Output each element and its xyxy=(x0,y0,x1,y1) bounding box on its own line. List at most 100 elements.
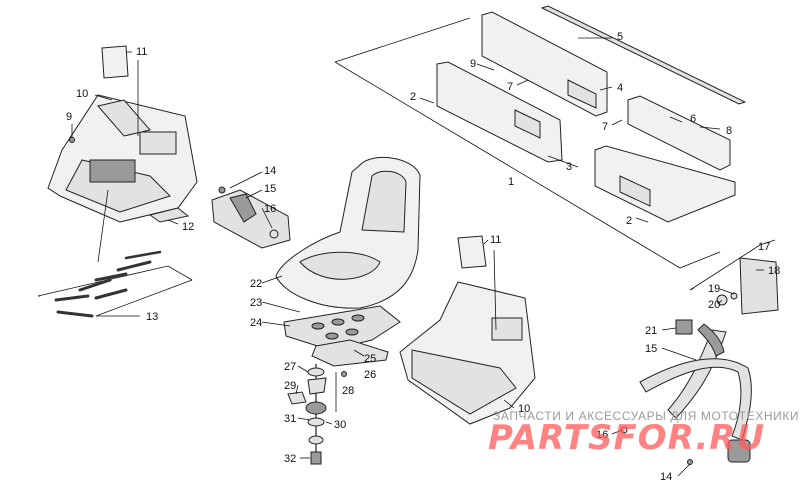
callout-11: 11 xyxy=(136,46,147,58)
watermark-logo: PARTSFOR.RU xyxy=(488,418,766,458)
leader-line xyxy=(661,327,677,331)
seat-base-recess xyxy=(491,317,523,341)
wrench xyxy=(54,294,90,302)
panel-plate xyxy=(619,175,651,207)
seat-base-side xyxy=(97,99,151,137)
leader-line xyxy=(611,119,623,126)
callout-23: 23 xyxy=(250,297,262,309)
wrench xyxy=(78,278,112,292)
spark-plug-wrench xyxy=(56,310,94,318)
leader-line xyxy=(229,171,263,189)
mount-plate-lower xyxy=(311,339,389,367)
group-bracket-line xyxy=(679,251,721,269)
callout-3: 3 xyxy=(566,161,572,173)
seat-hardware xyxy=(287,364,347,465)
seatbelt-right xyxy=(611,239,779,477)
access-cover xyxy=(101,45,129,79)
seat-base-recess xyxy=(139,131,177,155)
leader-line xyxy=(297,365,309,373)
seat-base-tray xyxy=(411,349,517,415)
mount-plate-upper xyxy=(283,305,401,351)
watermark-tagline: ЗАПЧАСТИ И АКСЕССУАРЫ ДЛЯ МОТОТЕХНИКИ xyxy=(493,409,800,423)
spacer xyxy=(730,292,738,300)
leader-line xyxy=(635,217,649,223)
callout-19: 19 xyxy=(708,283,720,295)
seatbelt-webbing xyxy=(639,358,752,441)
callout-30: 30 xyxy=(334,419,346,431)
callout-12: 12 xyxy=(182,221,194,233)
leader-line xyxy=(419,97,435,104)
callout-6: 6 xyxy=(690,113,696,125)
wrench xyxy=(116,260,152,272)
leader-line xyxy=(483,239,489,245)
callout-14: 14 xyxy=(264,165,276,177)
seat-bottom-insert xyxy=(299,251,381,280)
screw xyxy=(341,371,347,377)
belt-guide xyxy=(675,319,693,335)
leader-line xyxy=(717,299,723,305)
leader-line xyxy=(261,275,283,284)
right-lower-panel xyxy=(594,145,736,223)
leader-line xyxy=(261,301,301,313)
panel-plate xyxy=(514,109,541,139)
leader-line xyxy=(97,189,109,263)
leader-line xyxy=(516,79,529,86)
callout-20: 20 xyxy=(708,299,720,311)
callout-21: 21 xyxy=(645,325,657,337)
callout-18: 18 xyxy=(768,265,780,277)
plate-hole xyxy=(311,322,325,330)
callout-15: 15 xyxy=(264,183,276,195)
tool-kit-box xyxy=(89,159,136,183)
right-seat-base xyxy=(399,235,536,425)
leader-line xyxy=(297,417,311,421)
leader-line xyxy=(719,288,735,295)
rear-panel-assembly xyxy=(334,5,747,269)
seatbelt-anchor-left xyxy=(211,171,291,249)
leader-line xyxy=(261,321,291,327)
leader-line xyxy=(261,207,273,229)
clip xyxy=(287,391,307,405)
leader-line xyxy=(167,219,179,225)
callout-1: 1 xyxy=(508,176,514,188)
nut xyxy=(269,229,279,239)
group-bracket-line xyxy=(37,265,193,297)
callout-15: 15 xyxy=(645,343,657,355)
callout-10: 10 xyxy=(518,403,530,415)
panel-plate xyxy=(567,79,597,109)
washer xyxy=(307,367,325,377)
callout-32: 32 xyxy=(284,453,296,465)
leader-line xyxy=(661,347,697,361)
callout-10: 10 xyxy=(76,88,88,100)
leader-line xyxy=(611,429,623,435)
seal-strip xyxy=(540,5,747,105)
leader-line xyxy=(669,116,683,123)
callout-4: 4 xyxy=(617,82,623,94)
leader-line xyxy=(353,349,365,357)
group-bracket-line xyxy=(689,239,776,291)
callout-7: 7 xyxy=(507,81,513,93)
leader-line xyxy=(547,155,579,168)
callout-16: 16 xyxy=(596,429,608,441)
callout-9: 9 xyxy=(470,58,476,70)
callout-13: 13 xyxy=(146,311,158,323)
callout-8: 8 xyxy=(726,125,732,137)
group-bracket-line xyxy=(334,61,681,269)
callout-17: 17 xyxy=(758,241,770,253)
callout-25: 25 xyxy=(364,353,376,365)
plate-hole xyxy=(345,328,359,336)
belt-buckle xyxy=(229,193,257,223)
callout-7: 7 xyxy=(602,121,608,133)
callout-2: 2 xyxy=(410,91,416,103)
callout-9: 9 xyxy=(66,111,72,123)
spring-washer xyxy=(305,401,327,415)
leader-line xyxy=(476,63,495,71)
leader-line xyxy=(245,189,263,199)
callout-26: 26 xyxy=(364,369,376,381)
leader-line xyxy=(503,399,515,409)
access-cover xyxy=(457,235,487,269)
group-bracket-line xyxy=(95,279,193,317)
plate-hole xyxy=(331,318,345,326)
group-bracket-line xyxy=(334,17,471,63)
